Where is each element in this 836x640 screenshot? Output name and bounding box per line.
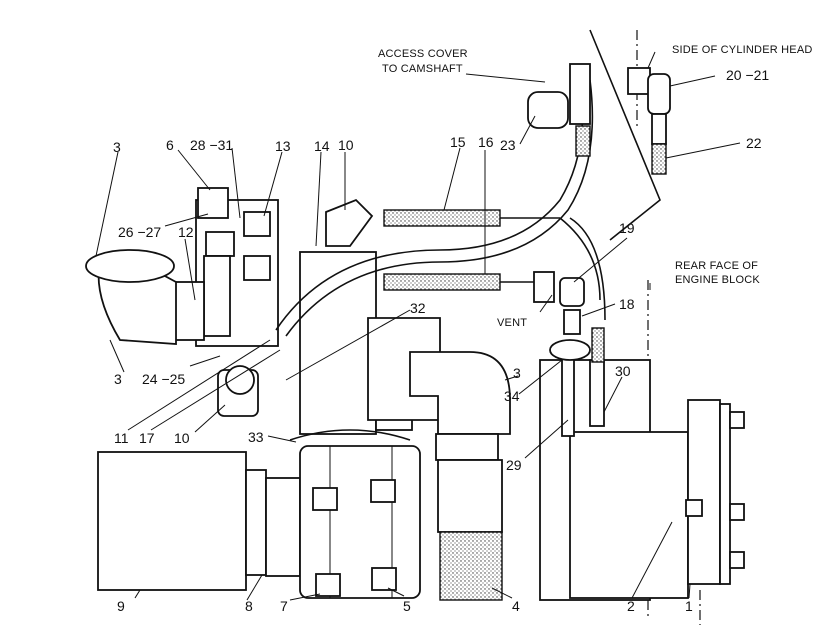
fuel-line-16 xyxy=(383,273,501,291)
callout-14: 14 xyxy=(314,138,330,154)
fuel-filter xyxy=(97,451,247,591)
callout-5: 5 xyxy=(403,598,411,614)
callout-1: 1 xyxy=(685,598,693,614)
elbow-clamp xyxy=(435,433,499,461)
clamp-band xyxy=(173,281,205,341)
vent-fitting xyxy=(533,271,555,303)
hex-bolt xyxy=(243,255,271,281)
callout-16: 16 xyxy=(478,134,494,150)
pump-drive-housing xyxy=(569,431,689,599)
stud-head xyxy=(685,499,703,517)
callout-23: 23 xyxy=(500,137,516,153)
fitting-18 xyxy=(563,309,581,335)
access-cover-label-line1: ACCESS COVER xyxy=(378,48,468,60)
callout-7: 7 xyxy=(280,598,288,614)
callout-26-27: 26 −27 xyxy=(118,224,161,240)
mounting-flange xyxy=(687,399,721,585)
hex-bolt xyxy=(315,573,341,597)
callout-11: 11 xyxy=(114,430,129,446)
callout-32: 32 xyxy=(410,300,426,316)
callout-10: 10 xyxy=(174,430,190,446)
stud xyxy=(729,411,745,429)
callout-9: 9 xyxy=(117,598,125,614)
priming-pump-housing xyxy=(299,251,377,435)
callout-15: 15 xyxy=(450,134,466,150)
callout-30: 30 xyxy=(615,363,631,379)
line-33 xyxy=(289,429,411,441)
callout-13: 13 xyxy=(275,138,291,154)
stud xyxy=(729,503,745,521)
callout-18: 18 xyxy=(619,296,635,312)
callout-17: 17 xyxy=(139,430,155,446)
callout-3: 3 xyxy=(513,365,521,381)
callout-3: 3 xyxy=(114,371,122,387)
stud xyxy=(729,551,745,569)
hex-bolt xyxy=(205,231,235,257)
callout-24-25: 24 −25 xyxy=(142,371,185,387)
filter-collar xyxy=(245,469,267,576)
callout-3: 3 xyxy=(113,139,121,155)
hose-22 xyxy=(651,143,667,175)
tube-30 xyxy=(589,359,605,427)
hose-end-opening xyxy=(85,249,175,283)
access-cover-label-line2: TO CAMSHAFT xyxy=(382,63,463,75)
bleed-valve xyxy=(203,255,231,337)
hex-bolt xyxy=(370,479,396,503)
callout-22: 22 xyxy=(746,135,762,151)
hex-bolt xyxy=(312,487,338,511)
line-15-bend-outer xyxy=(569,217,606,321)
fitting-20-21 xyxy=(627,67,651,95)
callout-6: 6 xyxy=(166,137,174,153)
fitting-nut xyxy=(225,365,255,395)
return-line-inner xyxy=(285,79,594,337)
callout-4: 4 xyxy=(512,598,520,614)
right-elbow xyxy=(409,351,511,435)
connector-22 xyxy=(651,113,667,145)
elbow-fitting-10 xyxy=(325,198,374,247)
fitting-19 xyxy=(559,277,585,307)
callout-8: 8 xyxy=(245,598,253,614)
callout-34: 34 xyxy=(504,388,520,404)
callout-20-21: 20 −21 xyxy=(726,67,769,83)
elbow-head xyxy=(647,73,671,115)
leader-lines xyxy=(95,51,741,601)
hex-bolt-top xyxy=(197,187,229,219)
flange-face xyxy=(719,403,731,585)
callout-2: 2 xyxy=(627,598,635,614)
vent-label: VENT xyxy=(497,317,527,329)
callout-19: 19 xyxy=(619,220,635,236)
callout-29: 29 xyxy=(506,457,522,473)
rear-face-label-line2: ENGINE BLOCK xyxy=(675,274,760,286)
fuel-line-15 xyxy=(383,209,501,227)
hex-bolt xyxy=(243,211,271,237)
callout-33: 33 xyxy=(248,429,264,445)
filter-base-adapter xyxy=(265,477,301,577)
side-cylinder-head-label: SIDE OF CYLINDER HEAD xyxy=(672,44,813,56)
callout-28-31: 28 −31 xyxy=(190,137,233,153)
fitting-23 xyxy=(527,91,569,129)
callout-12: 12 xyxy=(178,224,194,240)
hose-short xyxy=(591,327,605,363)
camshaft-area-outline xyxy=(589,29,661,241)
rear-face-label-line1: REAR FACE OF xyxy=(675,260,758,272)
hose-adapter xyxy=(437,459,503,533)
hose-23 xyxy=(575,125,591,157)
line-15-bend xyxy=(559,217,601,301)
valve-34 xyxy=(549,339,591,361)
access-cover-tee xyxy=(569,63,591,125)
callout-10: 10 xyxy=(338,137,354,153)
supply-hose-4 xyxy=(439,531,503,601)
hex-bolt xyxy=(371,567,397,591)
